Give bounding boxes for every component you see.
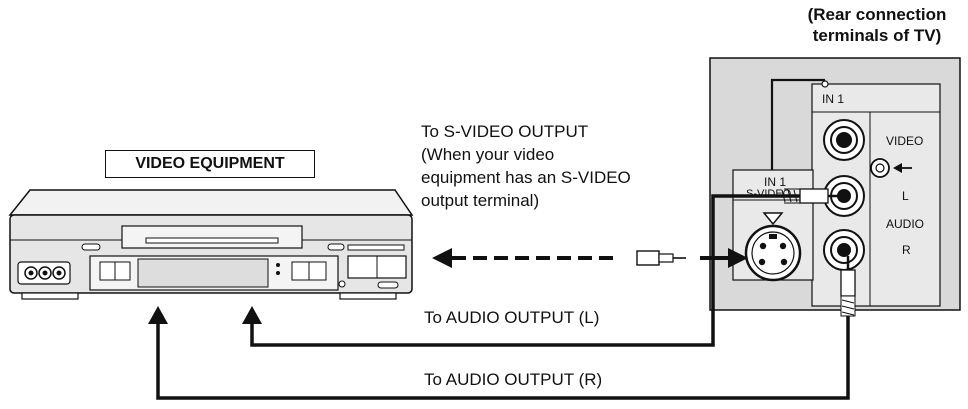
r-terminal-label: R	[902, 243, 911, 257]
svideo-socket	[744, 212, 802, 282]
audio-l-label: To AUDIO OUTPUT (L)	[424, 308, 600, 327]
selector-button	[870, 158, 912, 178]
audio-l-cable	[242, 188, 842, 347]
svideo-note-line2: equipment has an S-VIDEO	[421, 168, 631, 187]
svideo-dashed-arrow	[432, 248, 620, 268]
audio-terminal-label: AUDIO	[886, 217, 925, 231]
tv-terminals-title: (Rear connection terminals of TV)	[807, 5, 947, 45]
svideo-output-label: To S-VIDEO OUTPUT	[421, 122, 589, 141]
audio-l-jack	[823, 175, 865, 217]
audio-r-jack	[823, 229, 865, 271]
audio-r-cable	[148, 256, 856, 400]
svideo-plug	[636, 250, 686, 266]
audio-r-label: To AUDIO OUTPUT (R)	[424, 370, 603, 389]
svideo-terminal-tag: S-VIDEO	[746, 188, 792, 200]
video-equipment-title: VIDEO EQUIPMENT	[105, 150, 315, 178]
svideo-note-line1: (When your video	[421, 145, 555, 164]
svideo-plug-arrow	[700, 248, 748, 268]
video-terminal-label: VIDEO	[886, 134, 924, 148]
video-jack	[823, 119, 865, 161]
l-terminal-label: L	[902, 189, 909, 203]
vcr-unit	[8, 189, 414, 300]
svideo-note-line3: output terminal)	[421, 191, 540, 210]
in1-svideo-label: IN 1	[764, 175, 787, 189]
in1-top-label: IN 1	[822, 92, 845, 106]
